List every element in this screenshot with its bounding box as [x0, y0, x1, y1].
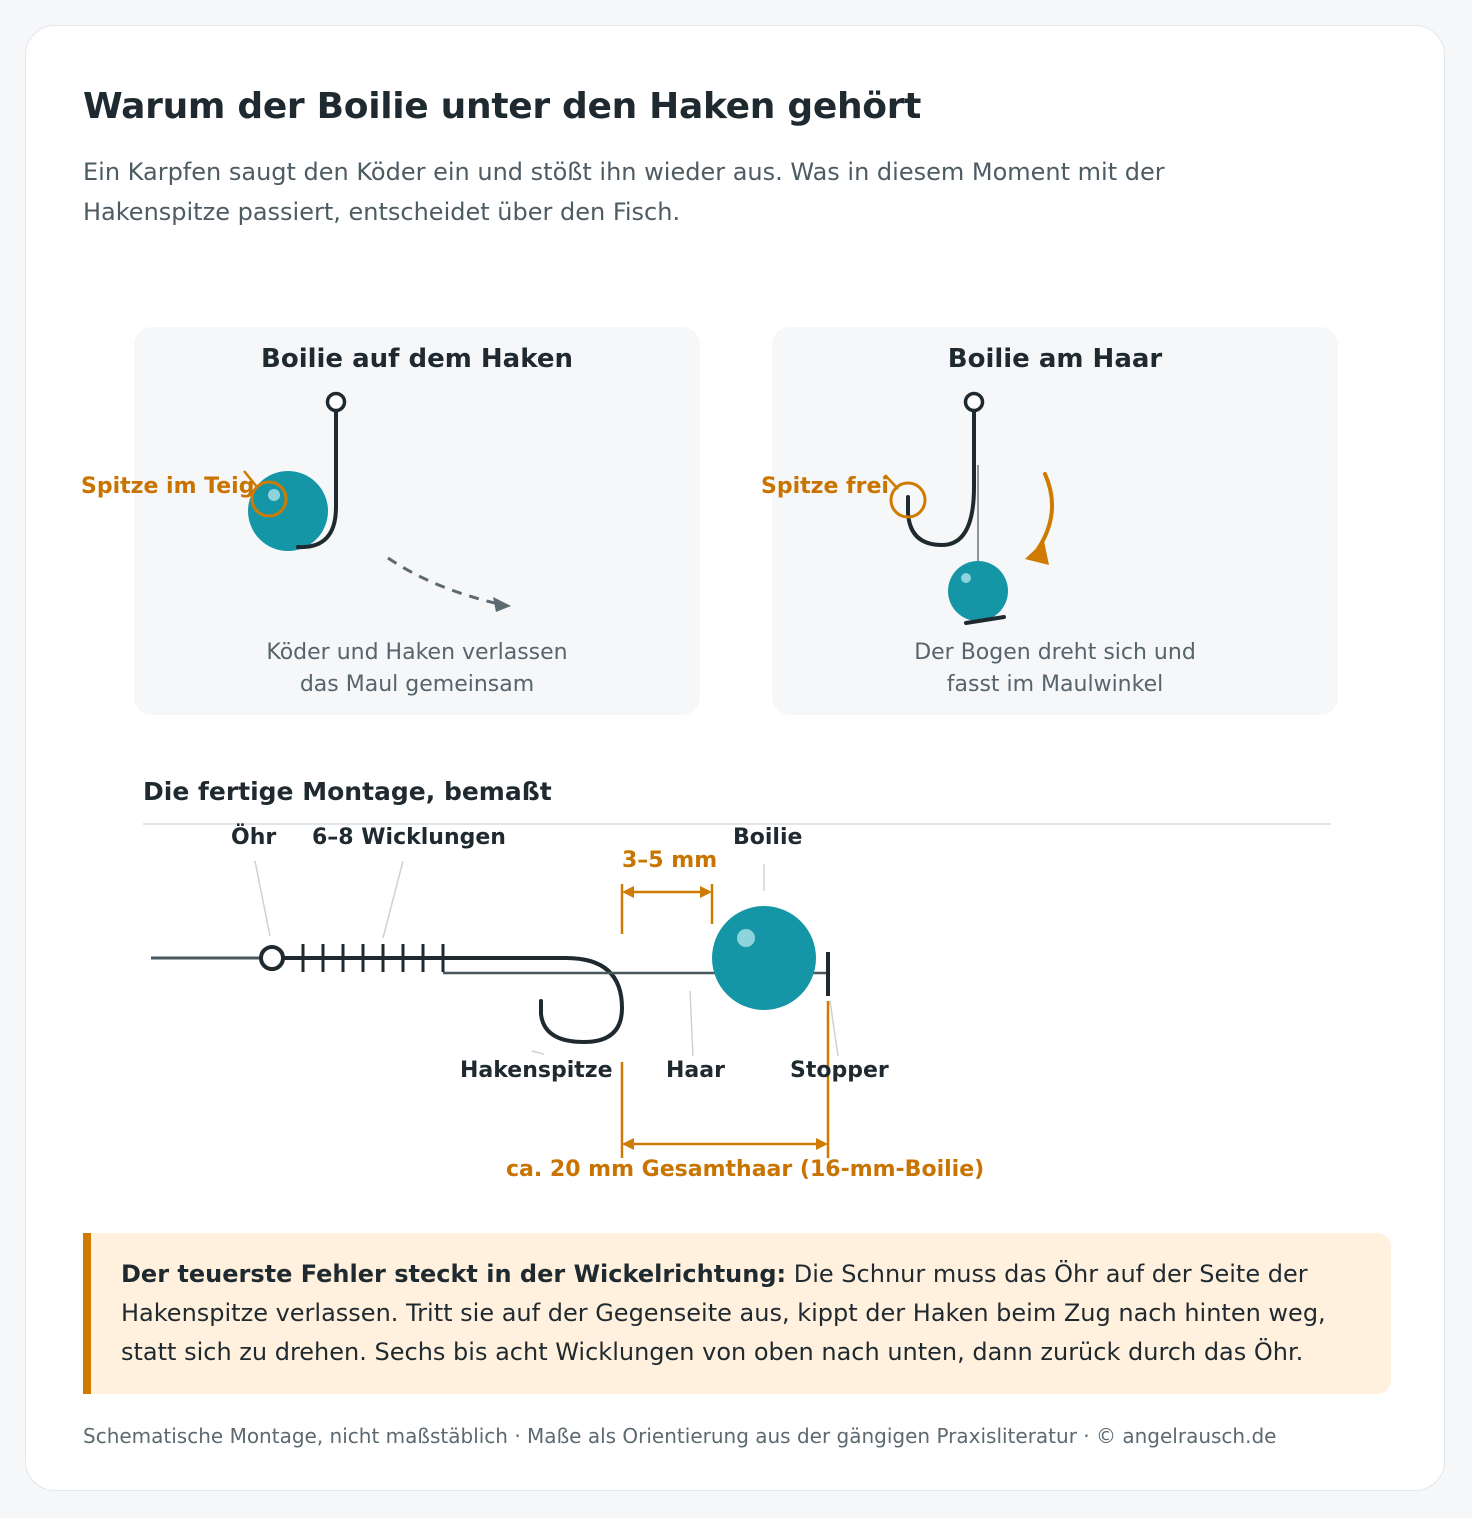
rotation-arrow: [1036, 472, 1055, 551]
total-hair-dimension: [620, 1001, 830, 1158]
motion-arrow: [387, 556, 500, 606]
section-divider: [143, 823, 1331, 825]
on-hook-illustration: [243, 391, 511, 612]
boilie-highlight: [961, 573, 971, 583]
on-hair-illustration: [884, 391, 1055, 625]
gap-dimension: [620, 884, 714, 934]
footer-note: Schematische Montage, nicht maßstäblich …: [83, 1424, 1277, 1448]
infographic-card: Warum der Boilie unter den Haken gehört …: [25, 25, 1445, 1491]
point-marker-ring: [250, 480, 288, 518]
line-wraps: [301, 944, 445, 972]
stopper-leader: [829, 1000, 839, 1057]
rig-diagram: [151, 860, 839, 1158]
boilie-ball: [712, 906, 816, 1010]
label-point-free: Spitze frei: [761, 474, 889, 499]
hook-eye-icon: [963, 391, 985, 413]
hook-shank: [906, 409, 976, 548]
label-point-in-dough: Spitze im Teig: [81, 474, 255, 499]
hair-label-leader: [689, 990, 694, 1057]
dimension-gap: 3–5 mm: [622, 848, 718, 873]
point-marker-ring: [889, 481, 927, 519]
label-wraps: 6–8 Wicklungen: [312, 825, 506, 850]
caption-on-hook-line2: das Maul gemeinsam: [299, 672, 535, 697]
hook-eye-icon: [325, 391, 347, 413]
caption-on-hook: Köder und Haken verlassen das Maul gemei…: [134, 637, 700, 701]
boilie-highlight: [268, 489, 280, 501]
caption-on-hook-line1: Köder und Haken verlassen: [266, 640, 568, 665]
point-leader: [531, 1050, 545, 1055]
wraps-leader: [382, 860, 404, 939]
callout-text: Die Schnur muss das Öhr auf der Seite de…: [121, 1260, 1326, 1366]
callout-lead: Der teuerste Fehler steckt in der Wickel…: [121, 1260, 787, 1288]
panel-boilie-on-hair: Boilie am Haar Spitze frei Der Bogen dre…: [761, 327, 1338, 715]
point-marker-leader: [884, 474, 899, 490]
label-boilie: Boilie: [733, 825, 803, 850]
dimension-total-hair: ca. 20 mm Gesamthaar (16-mm-Boilie): [506, 1157, 985, 1182]
label-eye: Öhr: [231, 825, 277, 850]
hook-shank: [296, 409, 338, 550]
motion-arrow-head: [493, 597, 511, 612]
hook-shank: [279, 956, 625, 1045]
caption-on-hair-line2: fasst im Maulwinkel: [946, 672, 1164, 697]
intro-text: Ein Karpfen saugt den Köder ein und stöß…: [83, 158, 1165, 226]
boilie-ball: [248, 471, 328, 551]
boilie-highlight: [737, 929, 755, 947]
page-title: Warum der Boilie unter den Haken gehört: [83, 86, 922, 127]
hair-stopper: [964, 615, 1006, 625]
warning-callout: Der teuerste Fehler steckt in der Wickel…: [83, 1233, 1391, 1394]
point-marker-leader: [243, 470, 258, 488]
label-hair: Haar: [666, 1058, 725, 1083]
caption-on-hair: Der Bogen dreht sich und fasst im Maulwi…: [772, 637, 1338, 701]
caption-on-hair-line1: Der Bogen dreht sich und: [914, 640, 1196, 665]
eye-leader: [254, 860, 271, 937]
label-hook-point: Hakenspitze: [460, 1058, 613, 1083]
rig-section-title: Die fertige Montage, bemaßt: [143, 777, 552, 806]
panel-title-on-hair: Boilie am Haar: [947, 344, 1163, 374]
hook-eye-icon: [259, 945, 285, 971]
rotation-arrow-head: [1025, 541, 1049, 565]
label-stopper: Stopper: [790, 1058, 889, 1083]
panel-title-on-hook: Boilie auf dem Haken: [261, 344, 573, 374]
panel-boilie-on-hook: Boilie auf dem Haken Spitze im Teig Köde…: [81, 327, 700, 715]
